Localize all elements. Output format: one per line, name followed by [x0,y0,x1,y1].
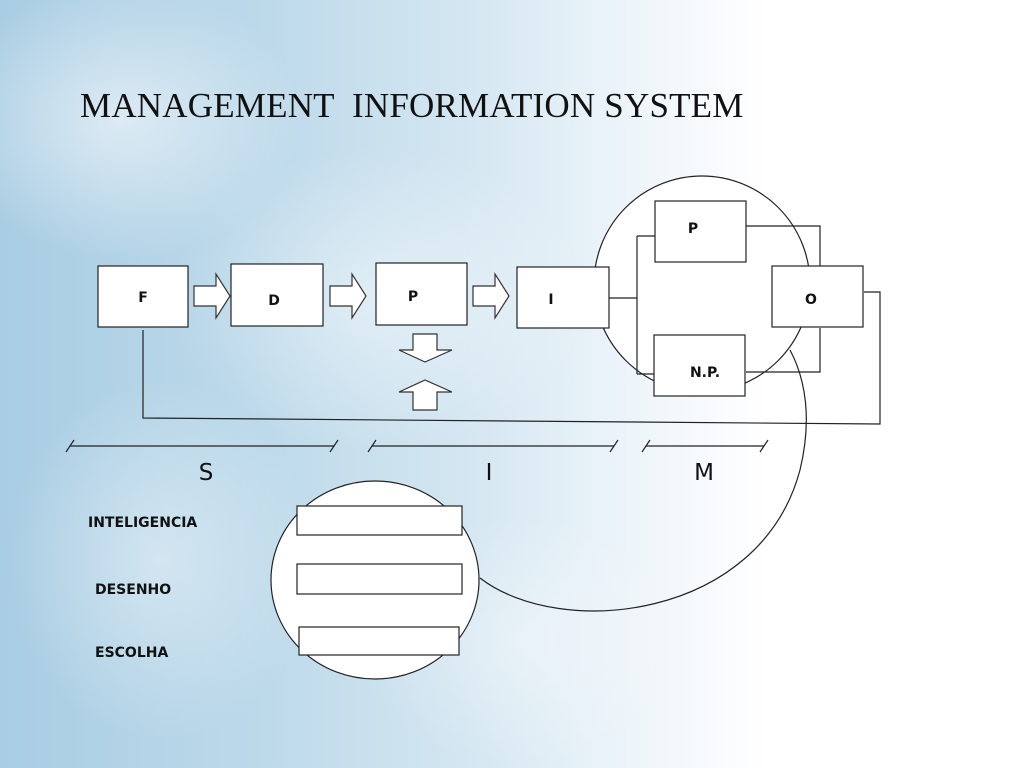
box-np [653,334,746,397]
box-p-label: P [408,289,418,305]
arrow-down [398,333,453,363]
stage-box-escolha [298,626,460,656]
segment-label-i: I [486,460,493,486]
stage-label-desenho: DESENHO [95,582,171,598]
box-p-branch-label: P [688,221,698,237]
box-i [516,266,610,329]
connector-arc [479,349,807,612]
feedback-line [142,291,881,425]
stage-box-inteligencia [296,505,463,536]
box-o [771,265,864,328]
arrow-f-to-d [193,271,231,321]
box-d [230,263,324,327]
np-to-o-line [746,328,821,373]
stage-box-desenho [296,563,463,595]
box-d-label: D [268,293,280,309]
stage-label-escolha: ESCOLHA [95,645,168,661]
stage-label-inteligencia: INTELIGENCIA [88,515,197,531]
slide-title: MANAGEMENT INFORMATION SYSTEM [80,86,744,125]
segment-ruler-i [367,439,619,453]
arrow-p-to-i [472,271,510,321]
box-p [375,262,468,326]
box-p-branch [654,200,747,263]
box-f [97,265,189,328]
box-f-label: F [138,290,148,306]
segment-ruler-m [641,439,769,453]
arrow-d-to-p [329,271,367,321]
segment-ruler-s [65,439,339,453]
box-np-label: N.P. [690,365,720,381]
arrow-up [398,379,453,411]
segment-label-m: M [694,460,714,486]
segment-label-s: S [199,460,214,486]
p-to-o-line [746,225,821,266]
box-i-label: I [548,292,553,308]
box-o-label: O [805,292,817,308]
